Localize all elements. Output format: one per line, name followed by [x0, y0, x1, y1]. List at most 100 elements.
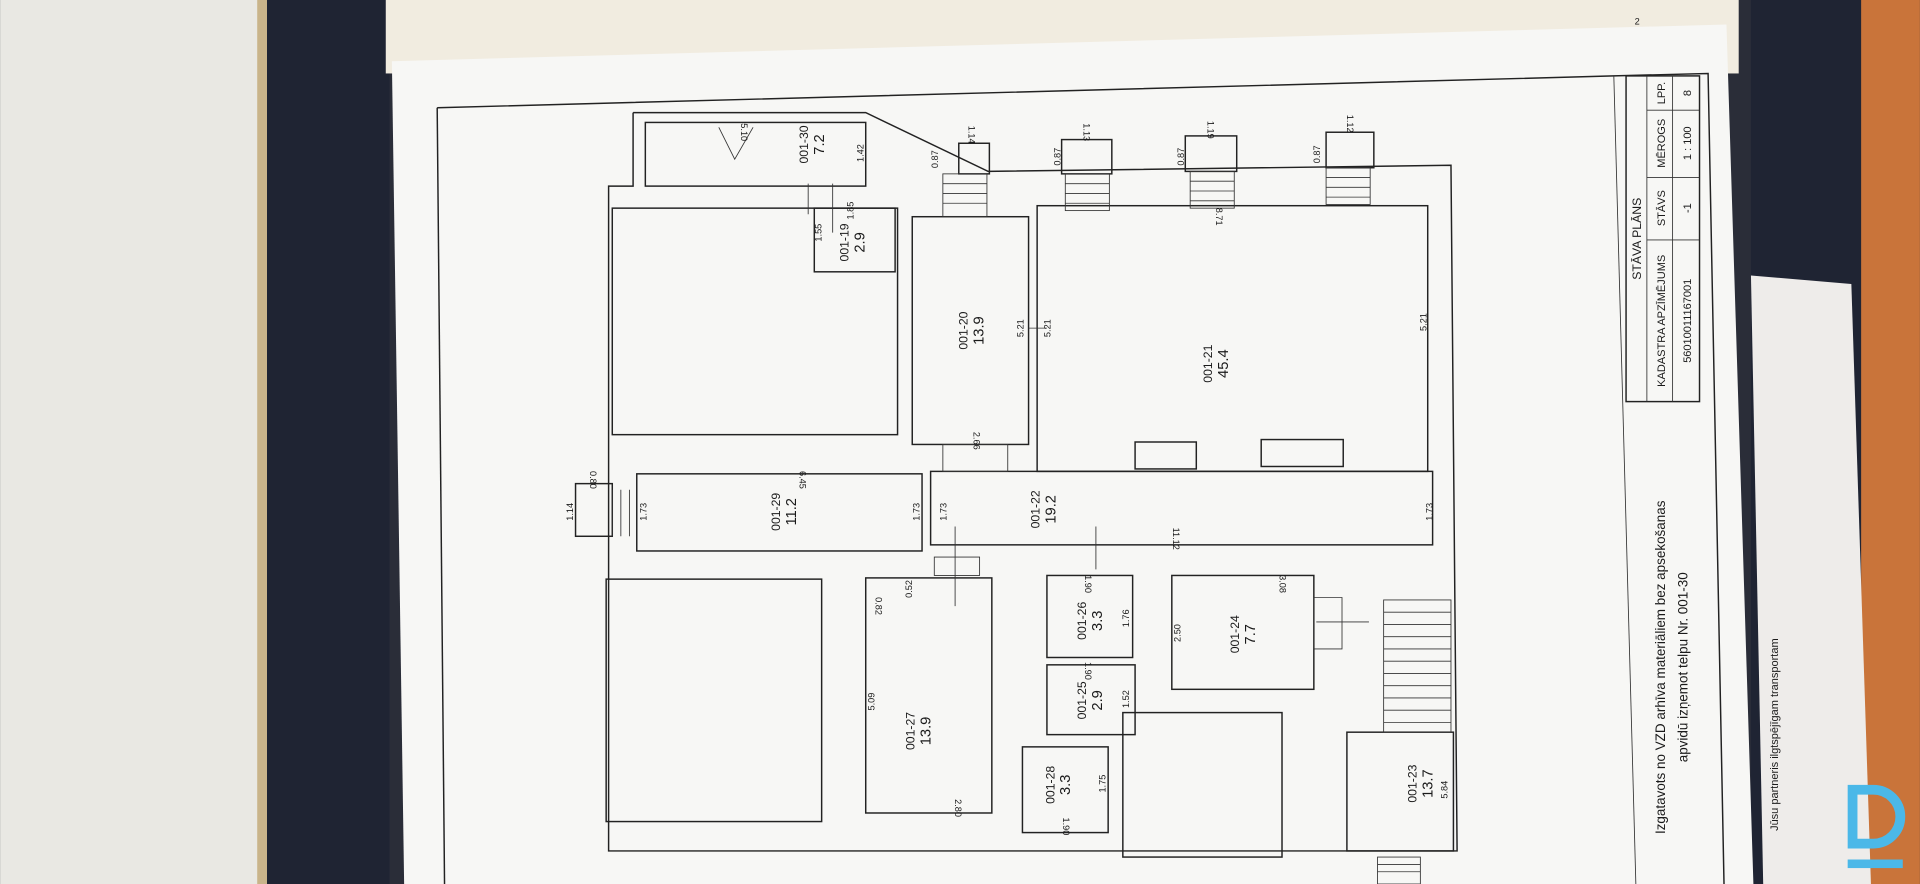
dimension: 0.87 — [1176, 148, 1186, 166]
page-number: 2 — [1635, 16, 1640, 26]
svg-text:7.7: 7.7 — [1243, 624, 1259, 644]
dimension: 2.66 — [971, 432, 981, 450]
dimension: 0.87 — [1052, 148, 1062, 166]
floor-value: -1 — [1682, 203, 1694, 213]
logo-watermark — [1847, 784, 1906, 869]
svg-text:13.7: 13.7 — [1421, 769, 1437, 798]
dimension: 1.90 — [1083, 575, 1093, 593]
note-line-2: apvidū izņemot telpu Nr. 001-30 — [1675, 572, 1690, 762]
back-page — [1750, 275, 1871, 884]
header-page: LPP. — [1656, 82, 1668, 104]
dimension: 1.42 — [855, 144, 865, 162]
dimension: 1.73 — [1425, 503, 1435, 521]
svg-text:001-22: 001-22 — [1029, 490, 1043, 528]
dimension: 2.50 — [1172, 624, 1182, 642]
svg-text:11.2: 11.2 — [784, 498, 800, 525]
page-value: 8 — [1682, 90, 1694, 96]
dimension: 0.82 — [874, 597, 884, 615]
svg-text:3.3: 3.3 — [1090, 611, 1106, 631]
left-page — [0, 0, 268, 884]
sheet-frame-left — [436, 107, 446, 884]
dimension: 0.52 — [904, 580, 914, 598]
dimension: 8.71 — [1214, 208, 1224, 226]
dimension: 1.14 — [967, 126, 977, 144]
svg-text:001-19: 001-19 — [838, 223, 852, 261]
svg-text:19.2: 19.2 — [1044, 495, 1060, 524]
dimension: 1.19 — [1205, 121, 1215, 139]
wooden-table — [1861, 0, 1920, 884]
dimension: 1.14 — [565, 503, 575, 521]
title-block: STĀVA PLĀNS KADASTRA APZĪMĒJUMS STĀVS MĒ… — [1625, 75, 1701, 403]
dimension: 1.75 — [1098, 775, 1108, 793]
dimension: 2.80 — [953, 799, 963, 817]
sheet-frame — [437, 72, 1725, 884]
note-divider — [1613, 75, 1637, 884]
plan-sheet — [391, 24, 1754, 884]
title-block-title: STĀVA PLĀNS — [1630, 198, 1644, 280]
dimension: 1.73 — [639, 503, 649, 521]
note-line-1: Izgatavots no VZD arhīva materiāliem bez… — [1653, 500, 1668, 834]
dimension: 0.87 — [930, 150, 940, 168]
dimension: 0.87 — [1312, 145, 1322, 163]
dimension: 5.10 — [739, 123, 749, 141]
dimension: 1.13 — [1082, 123, 1092, 141]
svg-text:001-29: 001-29 — [769, 493, 783, 531]
dimension: 1.73 — [912, 503, 922, 521]
svg-text:3.3: 3.3 — [1058, 775, 1074, 795]
svg-text:001-20: 001-20 — [956, 311, 970, 349]
svg-text:2.9: 2.9 — [1090, 690, 1106, 710]
svg-text:001-30: 001-30 — [797, 125, 811, 163]
binder-cover — [267, 0, 390, 884]
svg-text:45.4: 45.4 — [1216, 349, 1232, 378]
dimension: 0.80 — [588, 471, 598, 489]
cadastre-value: 56010011167001 — [1682, 279, 1694, 363]
dimension-labels: 1.42 5.10 1.85 1.55 5.21 5.21 5.21 8.71 … — [565, 115, 1449, 836]
dimension: 1.85 — [845, 202, 855, 220]
dimension: 1.55 — [814, 224, 824, 242]
svg-text:7.2: 7.2 — [812, 134, 828, 154]
dimension: 1.12 — [1345, 115, 1355, 133]
svg-text:001-21: 001-21 — [1201, 344, 1215, 382]
dimension: 5.21 — [1016, 319, 1026, 337]
dimension: 1.73 — [939, 503, 949, 521]
dimension: 6.45 — [798, 471, 808, 489]
floor-plan — [574, 111, 1458, 884]
dimension: 5.21 — [1043, 319, 1053, 337]
dimension: 1.76 — [1121, 609, 1131, 627]
svg-text:13.9: 13.9 — [971, 316, 987, 345]
svg-text:001-27: 001-27 — [904, 712, 918, 750]
dimension: 1.90 — [1061, 818, 1071, 836]
dimension: 11.12 — [1171, 528, 1181, 550]
svg-text:001-23: 001-23 — [1406, 764, 1420, 802]
dimension: 1.90 — [1083, 662, 1093, 680]
dimension: 5.21 — [1418, 313, 1428, 331]
svg-text:13.9: 13.9 — [919, 717, 935, 746]
svg-text:001-25: 001-25 — [1075, 681, 1089, 719]
svg-text:001-26: 001-26 — [1075, 602, 1089, 640]
dimension: 3.08 — [1278, 575, 1288, 593]
scale-value: 1 : 100 — [1682, 126, 1694, 160]
back-page-text: Jūsu partneris ilgtspējīgam transportam — [1769, 638, 1781, 831]
header-floor: STĀVS — [1656, 190, 1668, 226]
page-edge — [257, 0, 268, 884]
header-cadastre: KADASTRA APZĪMĒJUMS — [1656, 255, 1668, 387]
dimension: 5.84 — [1439, 781, 1449, 799]
svg-text:2.9: 2.9 — [852, 232, 868, 252]
header-scale: MĒROGS — [1656, 119, 1668, 168]
svg-text:001-28: 001-28 — [1043, 766, 1057, 804]
dimension: 1.52 — [1121, 690, 1131, 708]
